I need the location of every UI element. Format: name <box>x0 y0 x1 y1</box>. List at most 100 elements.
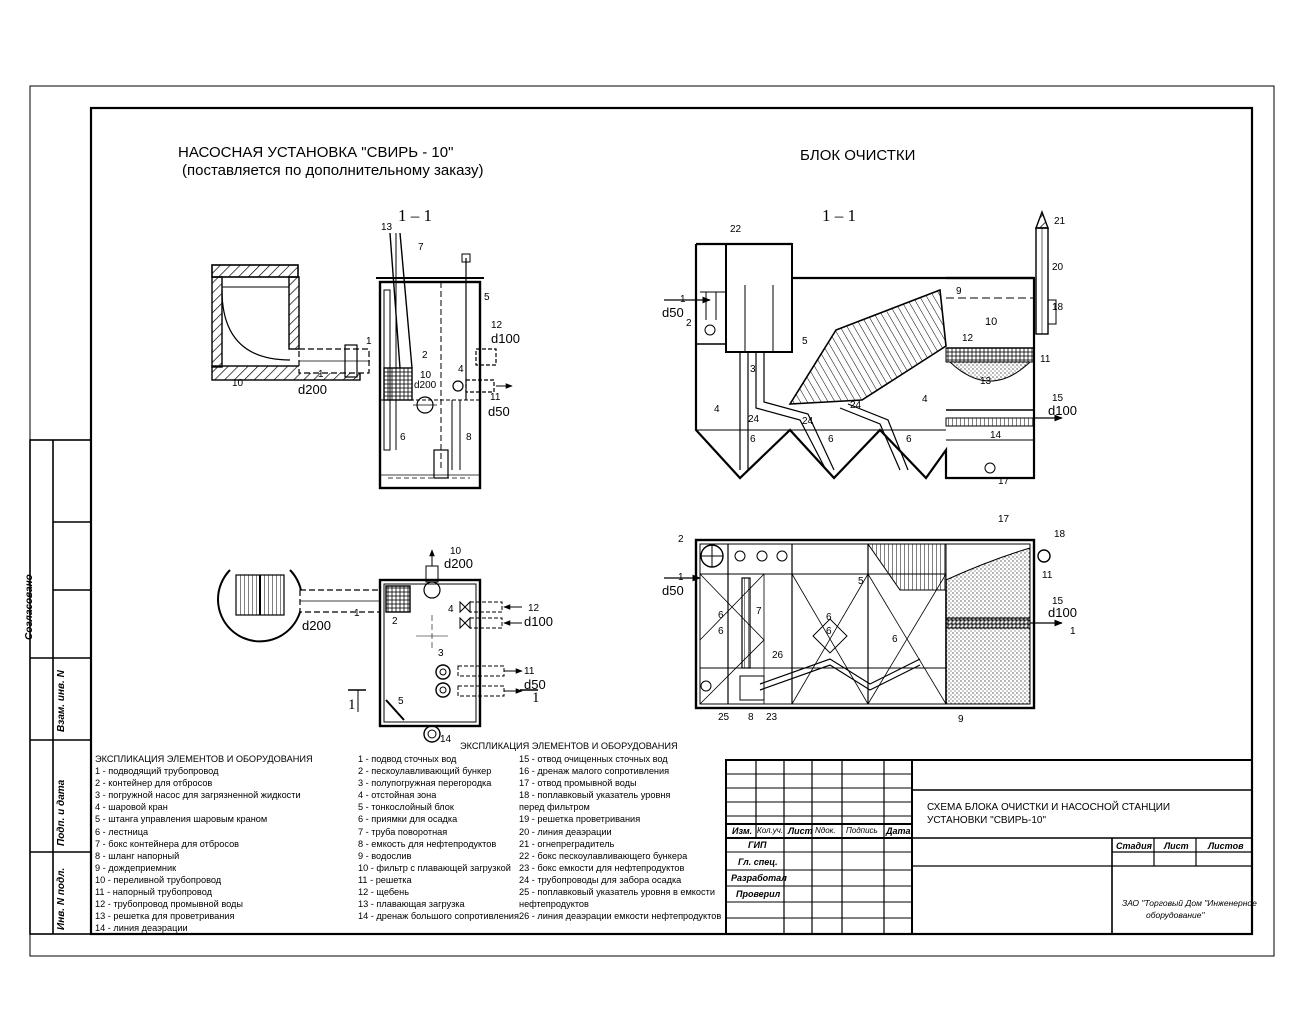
stamp-agreed: Согласовано <box>24 574 35 640</box>
tb-sheet: Лист <box>1164 841 1189 851</box>
side-stamp <box>29 439 92 935</box>
legend-item: 14 - линия деаэрации <box>95 923 188 934</box>
block-label-4b: 4 <box>922 394 928 405</box>
pump-label-13: 13 <box>381 222 393 233</box>
plan-label-d50: d50 <box>524 677 546 692</box>
tb-role-gip: ГИП <box>748 840 767 850</box>
plan-label-11: 11 <box>524 666 535 677</box>
plan-label-4: 4 <box>448 604 454 615</box>
legend-item: 20 - линия деаэрации <box>519 826 612 837</box>
legend-item: 16 - дренаж малого сопротивления <box>519 766 670 777</box>
block-label-18: 18 <box>1052 302 1064 313</box>
legend-item: 6 - лестница <box>95 826 149 837</box>
block-title: БЛОК ОЧИСТКИ <box>800 147 916 164</box>
block-label-22: 22 <box>730 224 742 235</box>
block-label-24a: 24 <box>748 414 760 425</box>
pump-label-5: 5 <box>484 292 490 303</box>
pump-label-6: 6 <box>400 432 406 443</box>
pump-label-10b: 10 <box>232 378 244 389</box>
tb-sheets: Листов <box>1208 841 1244 851</box>
pump-label-d100: d100 <box>491 331 520 346</box>
bplan-label-1b: 1 <box>1070 626 1076 637</box>
tb-doc-title-2: УСТАНОВКИ "СВИРЬ-10" <box>927 815 1047 826</box>
pump-label-4: 4 <box>458 364 464 375</box>
legend-item: 8 - шланг напорный <box>95 850 180 861</box>
plan-section-mark-left: 1 <box>348 697 356 713</box>
block-label-6c: 6 <box>906 434 912 445</box>
pump-label-8: 8 <box>466 432 472 443</box>
legend-block-col1: 1 - подвод сточных вод 2 - пескоулавлива… <box>358 753 519 922</box>
legend-item: 3 - погружной насос для загрязненной жид… <box>95 790 301 801</box>
pump-label-12: 12 <box>491 320 503 331</box>
block-section-label: 1 – 1 <box>822 206 856 225</box>
tb-col-list: Лист <box>788 826 813 836</box>
legend-item: 12 - щебень <box>358 887 409 898</box>
pump-section-label: 1 – 1 <box>398 206 432 225</box>
tb-role-checker: Проверил <box>736 889 781 899</box>
bplan-label-2: 2 <box>678 534 684 545</box>
block-label-9: 9 <box>956 286 962 297</box>
legend-item: 11 - решетка <box>358 874 412 885</box>
pump-label-d200a: d200 <box>414 380 437 391</box>
legend-item: 9 - водослив <box>358 850 412 861</box>
tb-role-developer: Разработал <box>731 873 787 883</box>
bplan-label-1: 1 <box>678 572 684 583</box>
legend-item: 13 - решетка для проветривания <box>95 911 235 922</box>
legend-item: 13 - плавающая загрузка <box>358 899 465 910</box>
legend-item: 22 - бокс пескоулавливающего бункера <box>519 850 688 861</box>
pump-label-2: 2 <box>422 350 428 361</box>
plan-section-mark-right: 1 <box>532 690 540 706</box>
tb-col-ndok: Nдок. <box>815 826 836 835</box>
block-label-6a: 6 <box>750 434 756 445</box>
bplan-label-6a: 6 <box>718 610 724 621</box>
tb-org-2: оборудование" <box>1146 910 1205 920</box>
bplan-label-25: 25 <box>718 712 730 723</box>
plan-label-1: 1 <box>354 608 360 619</box>
legend-item: 11 - напорный трубопровод <box>95 887 212 898</box>
tb-stage: Стадия <box>1116 841 1152 851</box>
stamp-replace-inv: Взам. инв. N <box>56 670 67 732</box>
pump-label-1b: 1 <box>318 369 324 380</box>
bplan-label-11: 11 <box>1042 570 1053 581</box>
legend-item: 15 - отвод очищенных сточных вод <box>519 754 668 764</box>
bplan-label-6c: 6 <box>826 612 832 623</box>
block-label-5: 5 <box>802 336 808 347</box>
legend-item: 1 - подводящий трубопровод <box>95 766 219 777</box>
legend-block-col2: 15 - отвод очищенных сточных вод 16 - др… <box>519 753 721 922</box>
block-label-11: 11 <box>1040 354 1051 365</box>
plan-label-14: 14 <box>440 734 452 745</box>
tb-col-izm: Изм. <box>732 826 753 836</box>
tb-doc-title-1: СХЕМА БЛОКА ОЧИСТКИ И НАСОСНОЙ СТАНЦИИ <box>927 802 1171 813</box>
plan-label-10: 10 <box>450 546 462 557</box>
bplan-label-d50: d50 <box>662 583 684 598</box>
legend-item: 5 - тонкослойный блок <box>358 802 454 813</box>
block-label-15: 15 <box>1052 393 1064 404</box>
tb-col-podpis: Подпись <box>846 826 878 835</box>
block-label-10: 10 <box>985 316 998 328</box>
plan-label-d200b: d200 <box>302 618 331 633</box>
legend-item: 23 - бокс емкости для нефтепродуктов <box>519 862 685 873</box>
bplan-label-7: 7 <box>756 606 762 617</box>
plan-label-5: 5 <box>398 696 404 707</box>
pump-title: НАСОСНАЯ УСТАНОВКА "СВИРЬ - 10" <box>178 144 454 161</box>
legend-item: 2 - контейнер для отбросов <box>95 778 213 789</box>
legend-item: 5 - штанга управления шаровым краном <box>95 814 268 825</box>
legend-item: 25 - поплавковый указатель уровня в емко… <box>519 887 715 898</box>
bplan-label-5: 5 <box>858 576 864 587</box>
bplan-label-6e: 6 <box>892 634 898 645</box>
plan-label-d100: d100 <box>524 614 553 629</box>
bplan-label-d100: d100 <box>1048 605 1077 620</box>
block-label-21: 21 <box>1054 216 1066 227</box>
pump-label-11: 11 <box>490 392 501 403</box>
block-label-12: 12 <box>962 333 974 344</box>
pump-label-7: 7 <box>418 242 424 253</box>
block-label-3: 3 <box>750 364 756 375</box>
legend-pump-heading: ЭКСПЛИКАЦИЯ ЭЛЕМЕНТОВ И ОБОРУДОВАНИЯ <box>95 754 313 764</box>
pump-plan-view <box>217 549 538 743</box>
legend-item: 7 - труба поворотная <box>358 826 448 837</box>
legend-item: перед фильтром <box>519 802 590 813</box>
title-block <box>725 759 1253 935</box>
legend-item: 6 - приямки для осадка <box>358 814 458 825</box>
plan-label-d200a: d200 <box>444 556 473 571</box>
